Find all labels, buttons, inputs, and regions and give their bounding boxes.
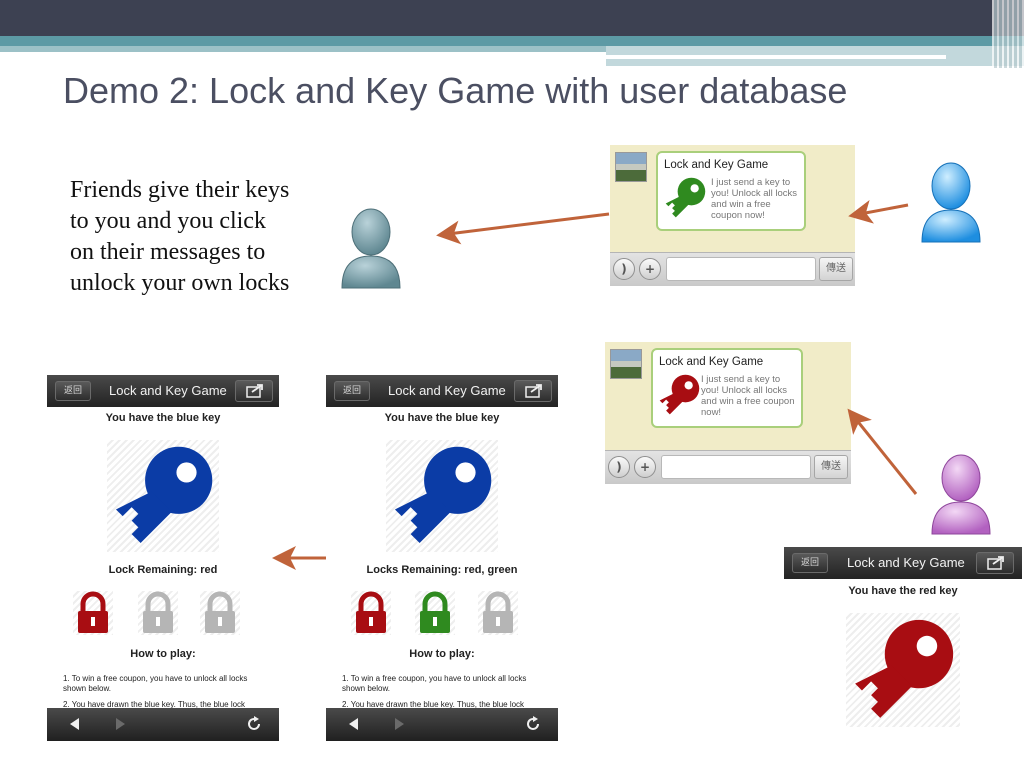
lock-red[interactable] — [73, 591, 113, 635]
blue-key-icon — [394, 446, 492, 544]
green-key-icon — [665, 177, 706, 218]
red-key-icon — [659, 374, 700, 415]
share-button[interactable] — [976, 552, 1014, 574]
chat-panel-bottom: Lock and Key Game I just send a key to y… — [605, 342, 851, 484]
arrow-purple-person-to-chat — [847, 408, 918, 495]
app-top-bar: 返回 Lock and Key Game — [784, 547, 1022, 579]
header-tab-line — [606, 55, 946, 59]
instruction-2: 2. You have drawn the blue key. Thus, th… — [63, 700, 246, 709]
lock-green-icon — [420, 591, 450, 633]
chat-panel-top: Lock and Key Game I just send a key to y… — [610, 145, 855, 286]
triangle-right-icon[interactable] — [113, 716, 127, 732]
chat-bubble[interactable]: Lock and Key Game I just send a key to y… — [651, 348, 803, 428]
red-key-icon — [855, 619, 954, 718]
chat-avatar — [615, 152, 647, 182]
chat-bubble-title: Lock and Key Game — [659, 356, 764, 368]
share-button[interactable] — [235, 380, 273, 402]
back-button[interactable]: 返回 — [792, 553, 828, 573]
key-panel — [107, 440, 219, 552]
instruction-1: 1. To win a free coupon, you have to unl… — [63, 674, 248, 693]
arrow-blue-person-to-chat — [848, 199, 909, 224]
triangle-right-icon[interactable] — [392, 716, 406, 732]
plus-icon[interactable]: + — [639, 258, 661, 280]
lock-red-icon — [78, 591, 108, 633]
header-bar-light — [0, 46, 1024, 52]
how-to-play-heading: How to play: — [130, 648, 196, 660]
how-to-play-heading: How to play: — [409, 648, 475, 660]
key-heading: You have the blue key — [105, 412, 221, 424]
key-heading: You have the red key — [848, 585, 958, 597]
blue-key-icon — [115, 446, 213, 544]
triangle-left-icon[interactable] — [346, 716, 360, 732]
chat-bubble-message: I just send a key to you! Unlock all loc… — [711, 177, 798, 221]
arrow-chat-to-gray-person — [436, 212, 610, 245]
plus-icon[interactable]: + — [634, 456, 656, 478]
share-icon — [246, 384, 263, 398]
instruction-1: 1. To win a free coupon, you have to unl… — [342, 674, 527, 693]
chat-input-bar: ) + 傳送 — [605, 450, 851, 484]
header-bar-teal — [0, 36, 1024, 46]
chat-avatar — [610, 349, 642, 379]
chat-bubble-message: I just send a key to you! Unlock all loc… — [701, 374, 795, 418]
lock-green[interactable] — [415, 591, 455, 635]
slide-title: Demo 2: Lock and Key Game with user data… — [63, 70, 848, 111]
refresh-icon[interactable] — [525, 716, 541, 732]
key-heading: You have the blue key — [384, 412, 500, 424]
back-button[interactable]: 返回 — [55, 381, 91, 401]
share-icon — [525, 384, 542, 398]
slide-body-text: Friends give their keys to you and you c… — [70, 177, 290, 296]
person-blue-icon — [921, 162, 981, 243]
back-button[interactable]: 返回 — [334, 381, 370, 401]
lock-gray[interactable] — [138, 591, 178, 635]
instruction-2: 2. You have drawn the blue key. Thus, th… — [342, 700, 525, 709]
app-title: Lock and Key Game — [109, 383, 227, 398]
app-top-bar: 返回 Lock and Key Game — [326, 375, 558, 407]
phone-screen-middle: 返回 Lock and Key Game You have the blue k… — [326, 375, 558, 741]
app-title: Lock and Key Game — [388, 383, 506, 398]
chat-text-input[interactable] — [661, 455, 811, 479]
lock-gray-icon — [483, 591, 513, 633]
voice-icon[interactable]: ) — [613, 258, 635, 280]
app-top-bar: 返回 Lock and Key Game — [47, 375, 279, 407]
send-button[interactable]: 傳送 — [814, 455, 848, 479]
person-gray-icon — [341, 208, 401, 289]
lock-red-icon — [356, 591, 386, 633]
app-bottom-bar — [326, 708, 558, 741]
app-title: Lock and Key Game — [847, 555, 965, 570]
share-icon — [987, 556, 1004, 570]
header-bar-dark — [0, 0, 1024, 36]
key-panel — [386, 440, 498, 552]
chat-bubble[interactable]: Lock and Key Game I just send a key to y… — [656, 151, 806, 231]
lock-red[interactable] — [351, 591, 391, 635]
lock-gray[interactable] — [478, 591, 518, 635]
triangle-left-icon[interactable] — [67, 716, 81, 732]
header-stripes — [992, 0, 1024, 68]
refresh-icon[interactable] — [246, 716, 262, 732]
lock-gray-icon — [143, 591, 173, 633]
key-panel — [846, 613, 960, 727]
phone-screen-left: 返回 Lock and Key Game You have the blue k… — [47, 375, 279, 741]
lock-gray-icon — [205, 591, 235, 633]
locks-heading: Lock Remaining: red — [108, 564, 218, 576]
voice-icon[interactable]: ) — [608, 456, 630, 478]
person-purple-icon — [931, 454, 991, 535]
chat-bubble-title: Lock and Key Game — [664, 159, 769, 171]
lock-gray[interactable] — [200, 591, 240, 635]
phone-screen-right: 返回 Lock and Key Game You have the red ke… — [784, 547, 1022, 768]
share-button[interactable] — [514, 380, 552, 402]
chat-input-bar: ) + 傳送 — [610, 252, 855, 286]
send-button[interactable]: 傳送 — [819, 257, 853, 281]
app-bottom-bar — [47, 708, 279, 741]
locks-heading: Locks Remaining: red, green — [366, 564, 518, 576]
chat-text-input[interactable] — [666, 257, 816, 281]
